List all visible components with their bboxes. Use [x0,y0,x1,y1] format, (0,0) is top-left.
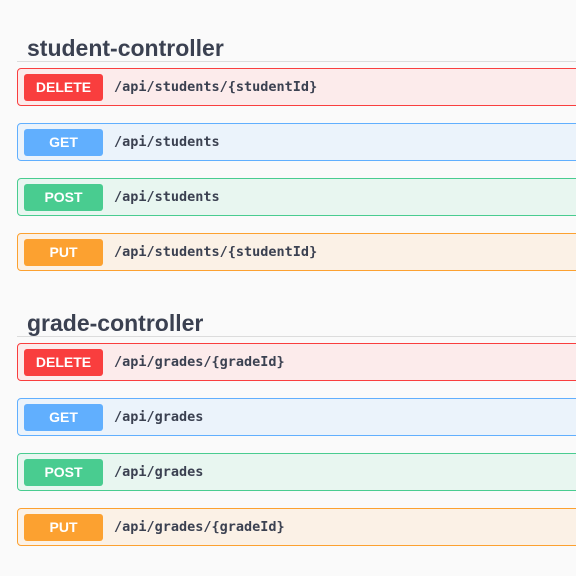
operation-delete-grade[interactable]: DELETE /api/grades/{gradeId} [17,343,576,381]
operation-post-grades[interactable]: POST /api/grades [17,453,576,491]
section-student-controller: student-controller DELETE /api/students/… [17,16,576,271]
method-badge-delete: DELETE [24,74,103,101]
operation-path: /api/grades [114,409,204,425]
method-badge-get: GET [24,129,103,156]
method-badge-post: POST [24,459,103,486]
section-header[interactable]: grade-controller [17,291,576,337]
operation-delete-student[interactable]: DELETE /api/students/{studentId} [17,68,576,106]
section-header[interactable]: student-controller [17,16,576,62]
operation-put-student[interactable]: PUT /api/students/{studentId} [17,233,576,271]
operation-path: /api/grades/{gradeId} [114,354,285,370]
section-title: student-controller [27,35,224,61]
section-title: grade-controller [27,310,204,336]
operation-path: /api/students [114,134,220,150]
operation-path: /api/grades [114,464,204,480]
operation-post-students[interactable]: POST /api/students [17,178,576,216]
method-badge-post: POST [24,184,103,211]
operation-get-grades[interactable]: GET /api/grades [17,398,576,436]
operation-path: /api/grades/{gradeId} [114,519,285,535]
method-badge-put: PUT [24,239,103,266]
method-badge-get: GET [24,404,103,431]
operation-path: /api/students/{studentId} [114,79,318,95]
operation-get-students[interactable]: GET /api/students [17,123,576,161]
operation-path: /api/students/{studentId} [114,244,318,260]
method-badge-put: PUT [24,514,103,541]
section-grade-controller: grade-controller DELETE /api/grades/{gra… [17,291,576,546]
operation-path: /api/students [114,189,220,205]
operation-put-grade[interactable]: PUT /api/grades/{gradeId} [17,508,576,546]
method-badge-delete: DELETE [24,349,103,376]
